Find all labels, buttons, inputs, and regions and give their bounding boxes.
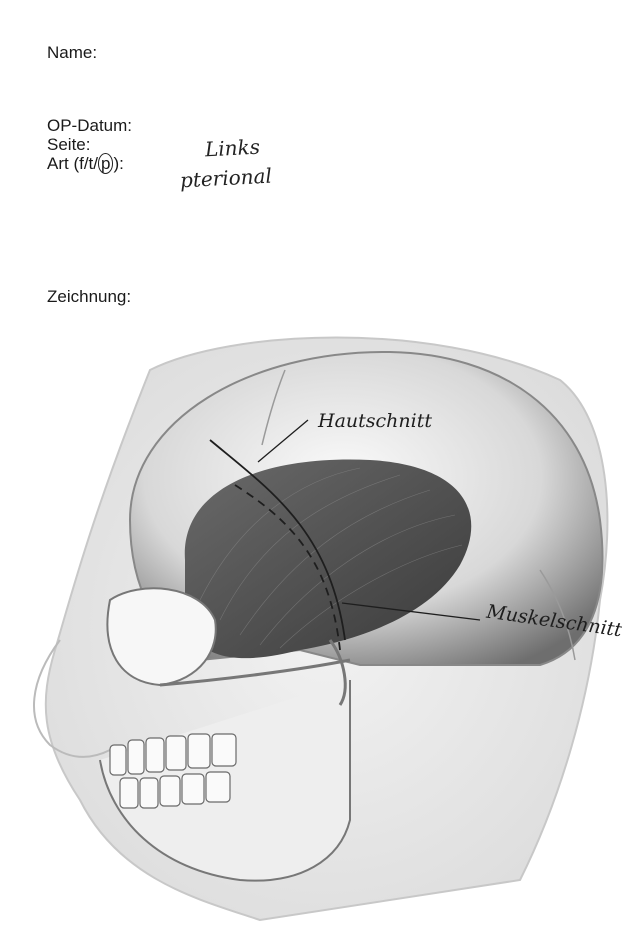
skin-incision-annotation: Hautschnitt xyxy=(318,410,432,432)
